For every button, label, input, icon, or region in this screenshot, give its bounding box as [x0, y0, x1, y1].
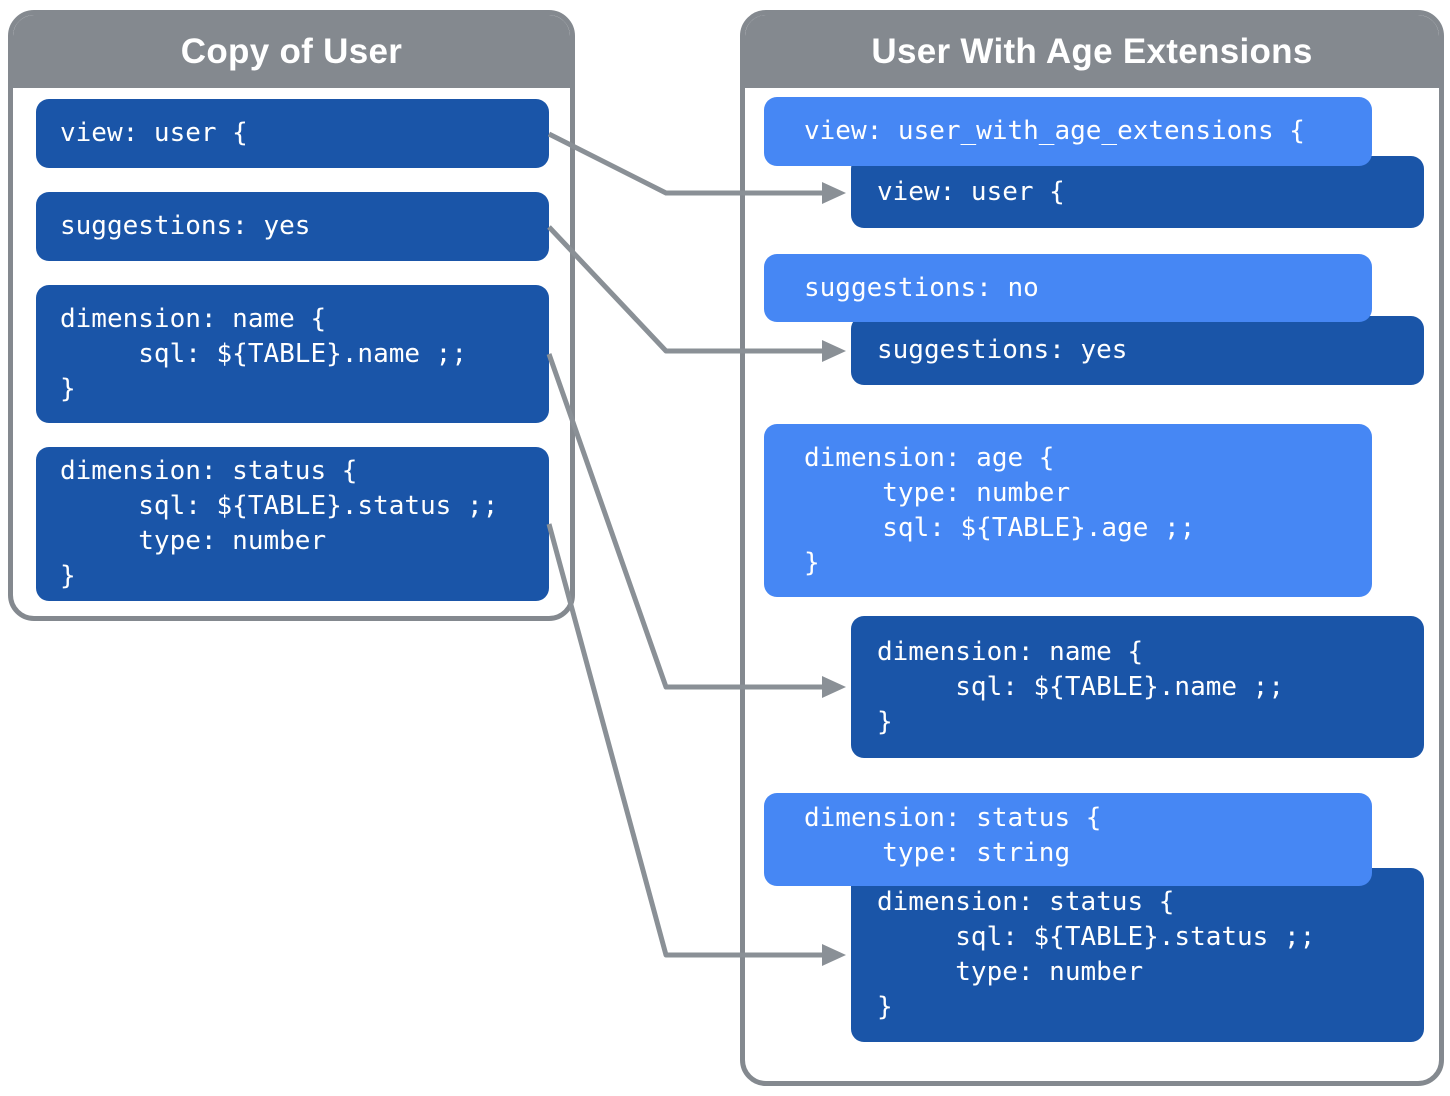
code-line: sql: ${TABLE}.status ;;: [877, 922, 1316, 952]
code-line: sql: ${TABLE}.status ;;: [60, 491, 499, 521]
left-dimension-name-box: dimension: name { sql: ${TABLE}.name ;; …: [36, 285, 549, 423]
left-view-user-box: view: user {: [36, 99, 549, 168]
copy-of-user-panel-title: Copy of User: [180, 31, 403, 71]
code-line: suggestions: yes: [877, 335, 1128, 365]
right-dimension-age-box: dimension: age { type: number sql: ${TAB…: [764, 424, 1372, 597]
code-line: sql: ${TABLE}.name ;;: [60, 338, 467, 369]
code-line: dimension: name {: [60, 303, 327, 334]
code-line: sql: ${TABLE}.age ;;: [804, 512, 1196, 543]
code-line: }: [804, 547, 820, 578]
code-line: }: [877, 992, 893, 1022]
code-line: dimension: age {: [804, 442, 1055, 473]
left-dimension-status-box: dimension: status { sql: ${TABLE}.status…: [36, 447, 549, 601]
code-line: dimension: name {: [877, 636, 1144, 667]
code-line: dimension: status {: [60, 456, 358, 486]
code-line: view: user {: [60, 118, 248, 148]
code-line: suggestions: yes: [60, 211, 311, 241]
code-line: }: [877, 706, 893, 737]
code-line: sql: ${TABLE}.name ;;: [877, 671, 1284, 702]
code-line: }: [60, 373, 76, 404]
code-line: }: [60, 561, 76, 591]
right-dimension-status-override-box: dimension: status { type: string: [764, 793, 1372, 886]
code-line: dimension: status {: [804, 803, 1102, 833]
code-line: type: number: [804, 477, 1071, 508]
code-line: type: number: [877, 957, 1144, 987]
code-line: view: user_with_age_extensions {: [804, 116, 1305, 146]
left-suggestions-yes-box: suggestions: yes: [36, 192, 549, 261]
right-view-user-inherited-box: view: user {: [851, 156, 1424, 228]
right-dimension-status-inherited-box: dimension: status { sql: ${TABLE}.status…: [851, 868, 1424, 1042]
right-view-extension-box: view: user_with_age_extensions {: [764, 97, 1372, 166]
user-with-age-extensions-panel-header: User With Age Extensions: [745, 15, 1439, 88]
copy-of-user-panel-header: Copy of User: [13, 15, 570, 88]
code-line: view: user {: [877, 176, 1065, 207]
right-suggestions-yes-inherited-box: suggestions: yes: [851, 316, 1424, 385]
code-line: suggestions: no: [804, 272, 1039, 303]
user-with-age-extensions-panel-title: User With Age Extensions: [871, 31, 1313, 71]
code-line: dimension: status {: [877, 887, 1175, 917]
right-dimension-name-inherited-box: dimension: name { sql: ${TABLE}.name ;; …: [851, 616, 1424, 758]
code-line: type: string: [804, 838, 1071, 868]
code-line: type: number: [60, 526, 327, 556]
right-suggestions-no-box: suggestions: no: [764, 254, 1372, 322]
